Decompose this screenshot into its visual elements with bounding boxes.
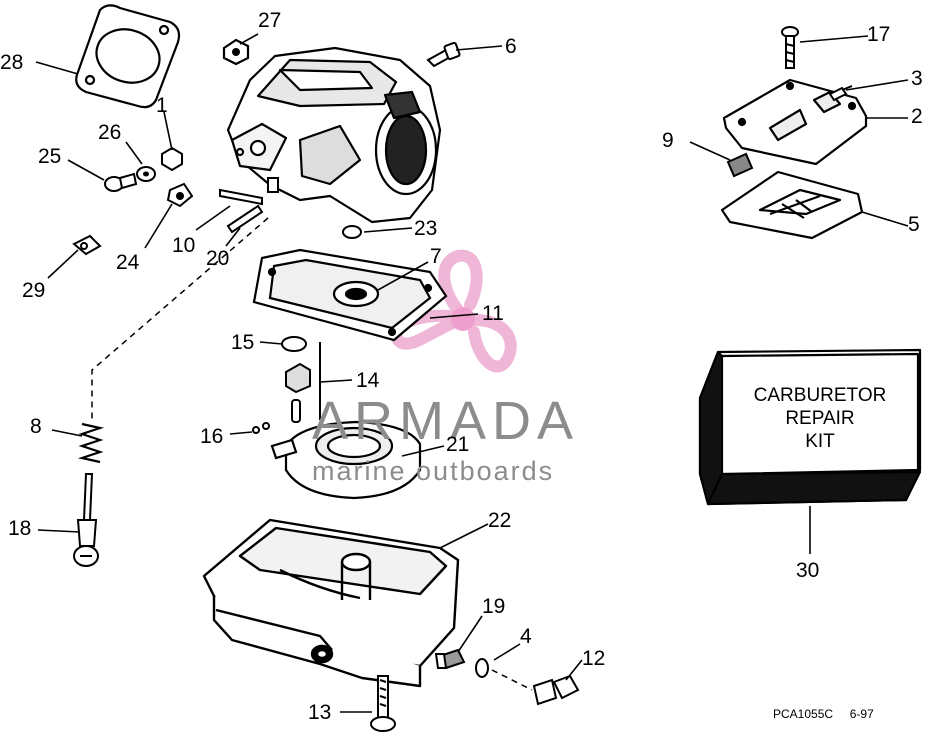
watermark-brand: ARMADA [312,391,580,451]
assembly-dashed-line [91,217,269,420]
kit-box-label: CARBURETOR REPAIR KIT [722,384,918,454]
callout-4: 4 [520,625,532,648]
callout-18: 18 [8,517,32,540]
part-13-bolt [370,675,396,732]
callout-6: 6 [505,35,517,58]
part-4-o-ring [475,658,489,678]
callout-22: 22 [488,509,512,532]
part-25-screw [104,172,138,192]
part-24-lever [166,182,194,208]
callout-17: 17 [867,23,891,46]
callout-13: 13 [308,701,332,724]
callout-1: 1 [156,94,168,117]
callout-26: 26 [98,121,122,144]
callout-8: 8 [30,415,42,438]
callout-16: 16 [200,425,224,448]
part-9-spring [726,152,754,178]
part-19-jet [434,648,466,670]
dashed-line-12 [491,669,533,691]
callout-15: 15 [231,331,255,354]
callout-29: 29 [22,279,46,302]
part-15-o-ring [281,336,307,352]
kit-box-line-3: KIT [805,431,835,453]
drawing-code-id: PCA1055C [773,707,834,721]
callout-12: 12 [582,647,606,670]
callout-10: 10 [172,234,196,257]
part-10-pin [219,188,263,206]
part-16-pin [252,422,270,434]
part-3-fitting [828,85,853,102]
callout-5: 5 [908,213,920,236]
callout-25: 25 [38,145,62,168]
callout-14: 14 [356,369,380,392]
part-26-washer-hole [143,171,149,177]
callout-11: 11 [482,302,504,325]
part-2-cover [722,78,868,166]
carburetor-body [226,46,442,224]
part-21-float [270,420,422,500]
kit-box-line-1: CARBURETOR [753,385,887,406]
kit-box-line-2: REPAIR [785,408,855,430]
callout-20: 20 [206,247,230,270]
part-small-plug [267,177,279,193]
part-14-needle-seat [285,362,311,423]
callout-28: 28 [0,51,24,74]
propeller-logo [390,249,517,373]
callout-23: 23 [414,217,438,240]
callout-9: 9 [662,129,674,152]
propeller-hub [451,307,475,331]
part-1-nut [161,146,183,172]
part-28-gasket [75,4,181,109]
callout-24: 24 [116,251,140,274]
part-6-screw [426,41,461,68]
part-20-shaft [226,204,264,234]
callout-21: 21 [446,433,470,456]
part-27-nut-hole [232,48,240,56]
part-30-kit-box [698,348,922,506]
part-8-spring [77,422,105,464]
part-12-plug [532,674,580,706]
drawing-code: PCA1055C 6-97 [773,707,874,721]
callout-30: 30 [796,559,820,582]
callout-2: 2 [911,105,923,128]
callout-27: 27 [258,9,282,32]
callout-7: 7 [430,245,442,268]
callout-19: 19 [482,595,506,618]
part-29-fitting [72,234,102,256]
part-23-o-ring [342,225,362,239]
drawing-code-date: 6-97 [849,707,874,721]
part-18-screw [73,473,99,567]
part-5-gasket [720,170,864,240]
watermark-tagline: marine outboards [312,456,555,486]
callout-3: 3 [911,67,923,90]
part-22-float-bowl [202,518,460,688]
part-7-diaphragm [252,248,448,342]
leader-lines [35,33,909,713]
part-17-screw [781,26,799,69]
